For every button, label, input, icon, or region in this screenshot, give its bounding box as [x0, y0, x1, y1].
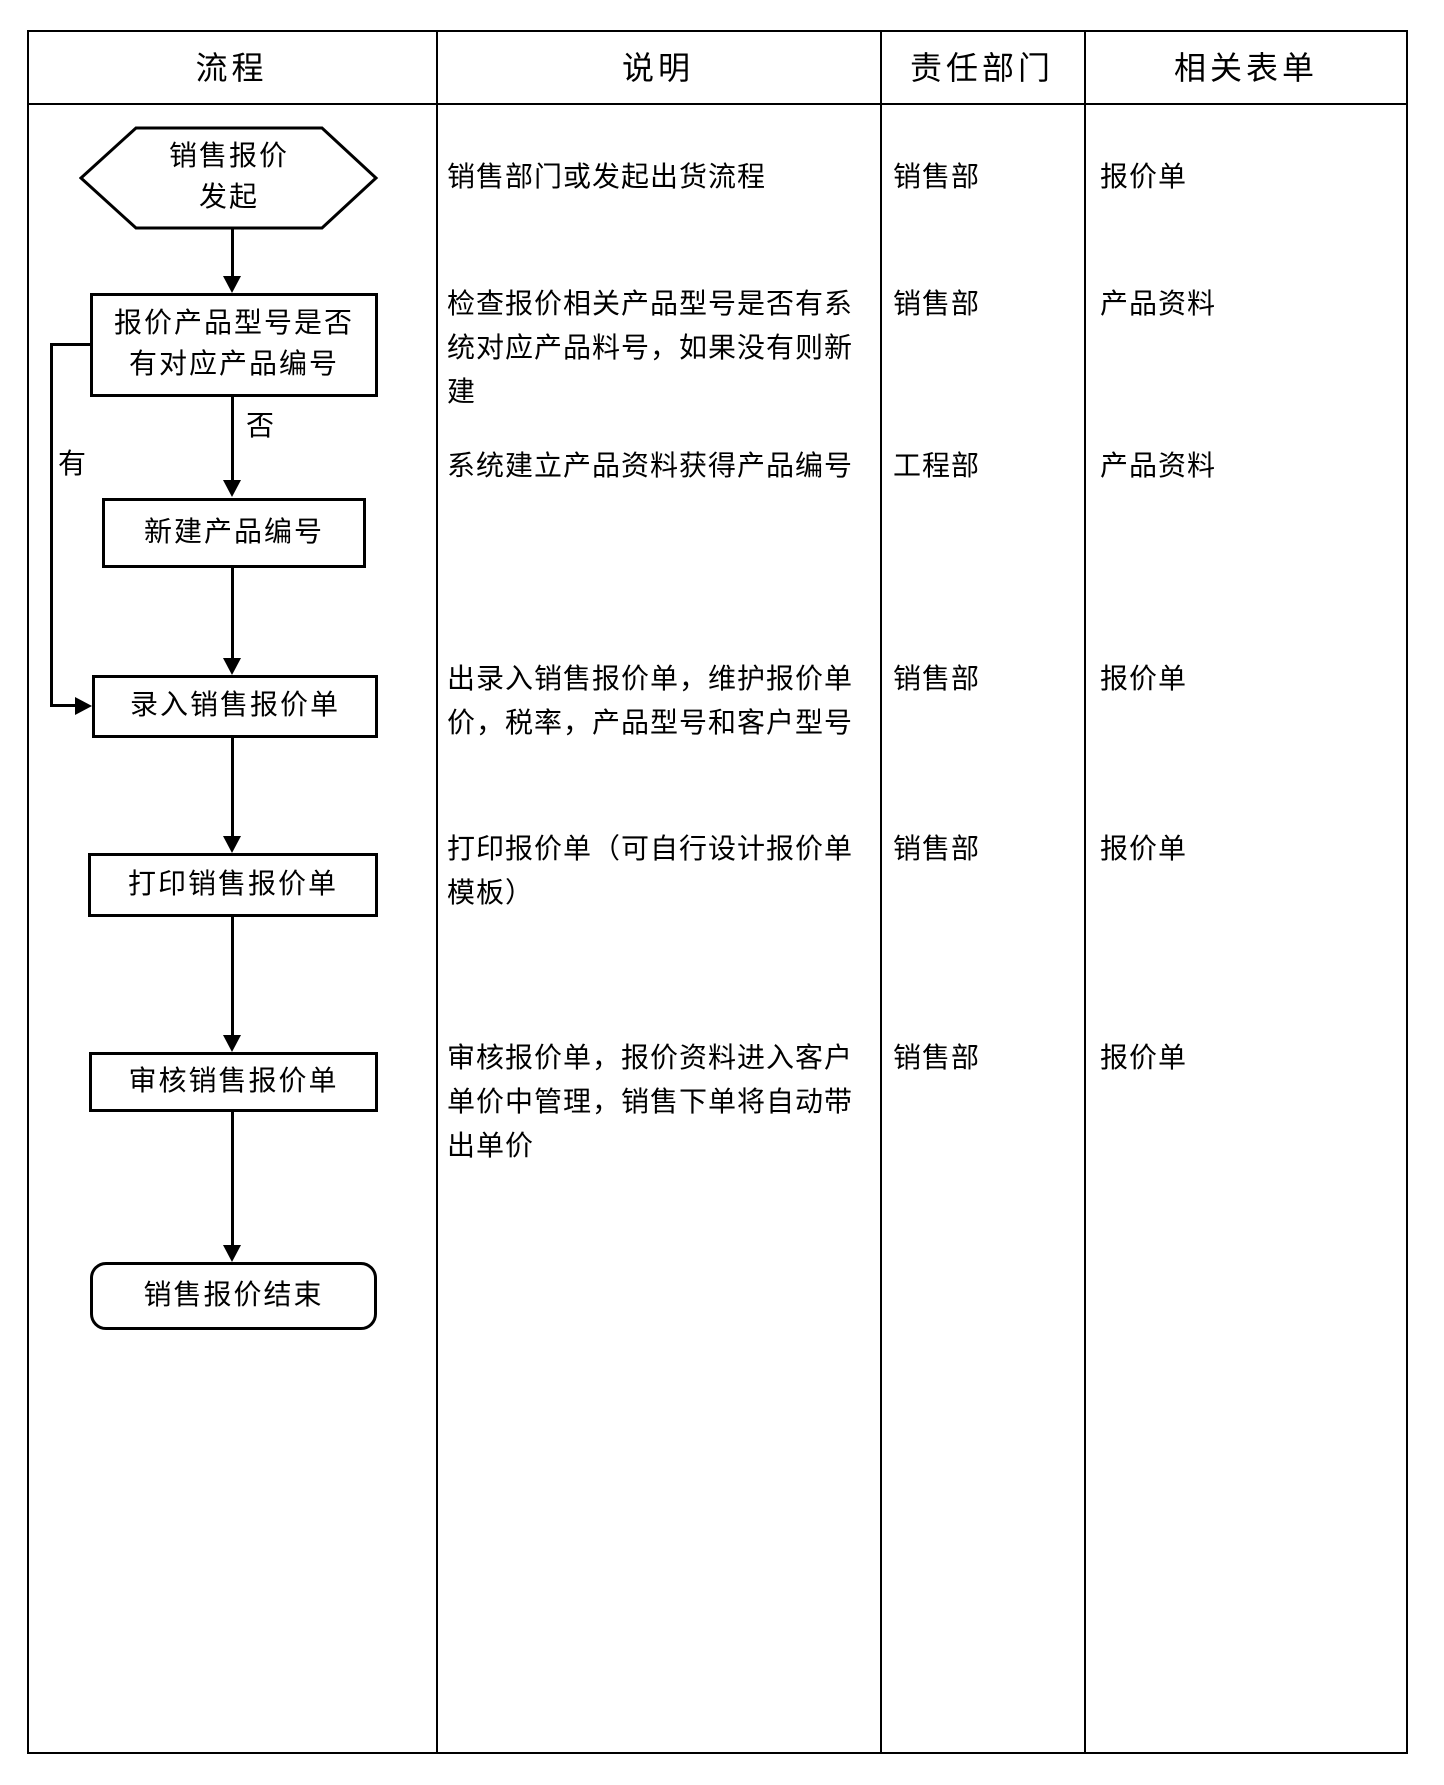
yes-branch-connector-top	[50, 343, 90, 346]
arrow-down-icon	[223, 276, 241, 293]
row-form: 报价单	[1100, 1043, 1188, 1074]
end-node-label: 销售报价结束	[143, 1279, 324, 1311]
yes-branch-connector-bottom	[50, 704, 76, 707]
row-form: 产品资料	[1100, 451, 1217, 482]
row-form: 产品资料	[1100, 289, 1217, 320]
row-description: 出录入销售报价单，维护报价单价，税率，产品型号和客户型号	[447, 664, 854, 739]
column-divider-1	[436, 30, 438, 1754]
header-description: 说明	[621, 50, 694, 86]
decision-box: 报价产品型号是否 有对应产品编号	[90, 293, 378, 397]
create-product-code-label: 新建产品编号	[143, 516, 324, 548]
connector-line	[231, 738, 234, 837]
table-border	[27, 30, 1408, 1754]
row-description: 打印报价单（可自行设计报价单模板）	[447, 834, 854, 909]
arrow-down-icon	[223, 836, 241, 853]
row-department: 销售部	[893, 664, 981, 695]
arrow-down-icon	[223, 1035, 241, 1052]
row-department: 销售部	[893, 162, 981, 193]
row-department: 销售部	[893, 289, 981, 320]
row-form: 报价单	[1100, 162, 1188, 193]
enter-quotation-label: 录入销售报价单	[129, 690, 340, 722]
column-divider-2	[880, 30, 882, 1754]
connector-line	[231, 397, 234, 481]
row-form: 报价单	[1100, 834, 1188, 865]
yes-branch-connector-side	[50, 343, 53, 707]
header-process: 流程	[195, 50, 268, 86]
header-forms: 相关表单	[1173, 50, 1318, 86]
arrow-down-icon	[223, 1245, 241, 1262]
row-description: 销售部门或发起出货流程	[447, 162, 767, 193]
decision-line2: 有对应产品编号	[128, 349, 339, 380]
create-product-code-box: 新建产品编号	[102, 498, 366, 568]
arrow-down-icon	[223, 658, 241, 675]
connector-line	[231, 917, 234, 1036]
decision-line1: 报价产品型号是否	[113, 308, 354, 340]
column-divider-3	[1084, 30, 1086, 1754]
print-quotation-box: 打印销售报价单	[88, 853, 378, 917]
header-department: 责任部门	[909, 50, 1054, 86]
connector-line	[231, 568, 234, 659]
row-department: 工程部	[893, 451, 981, 482]
connector-line	[231, 228, 234, 277]
row-department: 销售部	[893, 1043, 981, 1074]
branch-label-yes: 有	[58, 449, 88, 480]
row-description: 检查报价相关产品型号是否有系统对应产品料号，如果没有则新建	[447, 289, 854, 408]
start-node: 销售报价 发起	[79, 125, 379, 231]
row-department: 销售部	[893, 834, 981, 865]
row-form: 报价单	[1100, 664, 1188, 695]
row-description: 审核报价单，报价资料进入客户单价中管理，销售下单将自动带出单价	[447, 1043, 854, 1162]
row-description: 系统建立产品资料获得产品编号	[447, 451, 854, 482]
header-divider	[27, 103, 1408, 105]
start-node-line1: 销售报价	[168, 141, 289, 173]
arrow-down-icon	[223, 480, 241, 497]
print-quotation-label: 打印销售报价单	[127, 868, 338, 900]
enter-quotation-box: 录入销售报价单	[92, 675, 378, 738]
end-node: 销售报价结束	[90, 1262, 377, 1330]
arrow-right-icon	[75, 697, 92, 715]
start-hexagon-shape	[79, 126, 379, 230]
branch-label-no: 否	[246, 411, 276, 442]
start-node-line2: 发起	[198, 182, 259, 213]
connector-line	[231, 1112, 234, 1246]
review-quotation-box: 审核销售报价单	[89, 1052, 378, 1112]
review-quotation-label: 审核销售报价单	[128, 1065, 339, 1097]
